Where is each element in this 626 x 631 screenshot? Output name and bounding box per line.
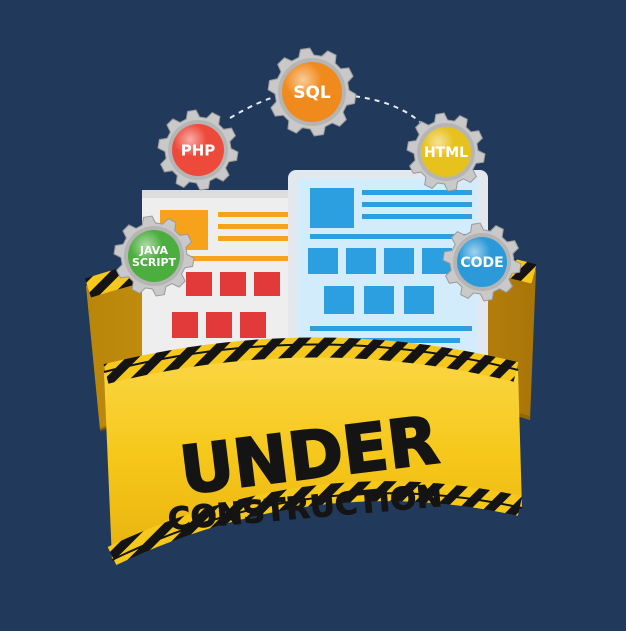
gear-sql-label: SQL <box>293 83 331 103</box>
gear-html-label: HTML <box>424 145 468 161</box>
gear-javascript-label: JAVA <box>139 244 169 257</box>
gear-sql-icon: SQL <box>267 47 357 137</box>
gear-code-label: CODE <box>460 255 503 271</box>
gear-php-label: PHP <box>181 141 216 159</box>
gear-code-icon: CODE <box>442 222 522 302</box>
gear-php-icon: PHP <box>157 109 239 191</box>
gear-html-icon: HTML <box>406 112 486 192</box>
gear-javascript-label: SCRIPT <box>132 256 177 269</box>
caution-tape-icon: UNDER CONSTRUCTION <box>103 337 523 566</box>
